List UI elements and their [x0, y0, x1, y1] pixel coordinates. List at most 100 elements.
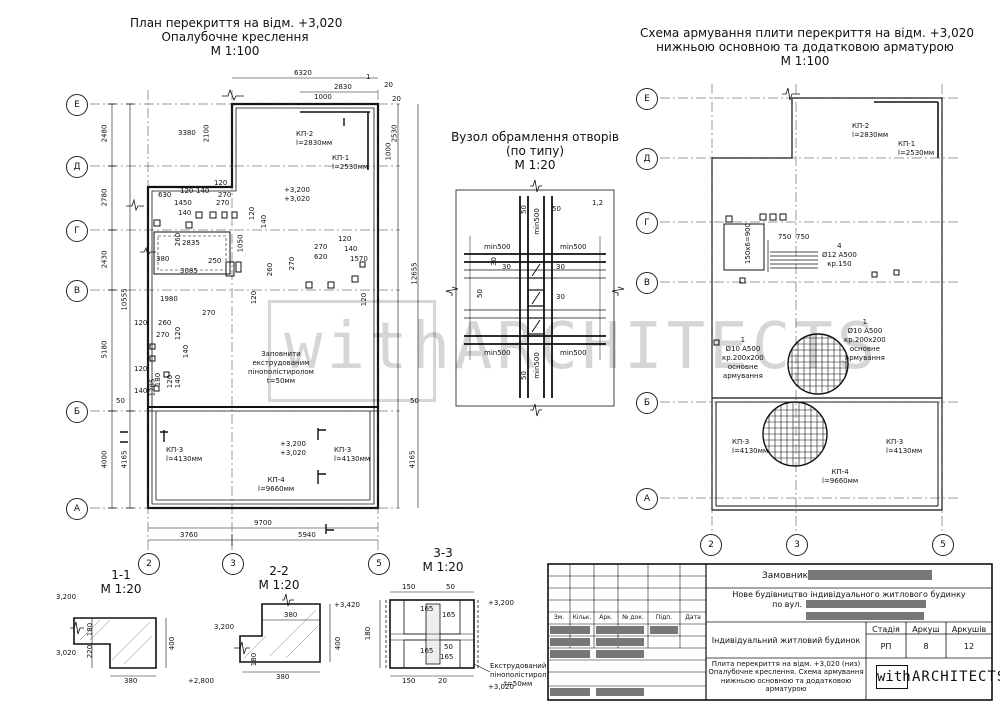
node-label: 50	[519, 371, 528, 380]
section-dim: +2,800	[188, 677, 214, 685]
section-dim: 150	[402, 583, 416, 591]
opening-dim: 120	[180, 187, 194, 195]
plan-dim-left: 4000	[100, 450, 109, 469]
section-dim: 3,200	[214, 623, 235, 631]
tb-col: № док.	[622, 614, 644, 621]
section-dim: 180	[250, 652, 259, 667]
node-label: 50	[475, 289, 484, 298]
scheme-axis-v: В	[636, 272, 658, 294]
tb-signature-redacted	[650, 626, 678, 634]
tb-signature-redacted	[596, 638, 644, 646]
opening-dim: 260	[266, 262, 275, 277]
plan-dim-bottom: 9700	[254, 519, 272, 527]
tb-stage: РП	[880, 642, 892, 651]
scheme-axis-a: А	[636, 488, 658, 510]
section-dim: 220	[86, 644, 95, 659]
opening-dim: 270	[216, 199, 230, 207]
node-label: min500	[532, 352, 541, 379]
tb-col: Зм.	[553, 614, 565, 621]
node-label: 30	[556, 263, 565, 271]
plan-dim-left: 4165	[120, 450, 129, 469]
plan-axis-b: Б	[66, 401, 88, 423]
node-label: 50	[552, 205, 561, 213]
opening-dim: 270	[156, 331, 170, 339]
plan-axis-d: Д	[66, 156, 88, 178]
tb-client-redacted	[808, 570, 932, 580]
node-label: min500	[484, 349, 511, 357]
scheme-axis-2: 2	[700, 534, 722, 556]
opening-dim: 380	[156, 255, 170, 263]
opening-dim: 630	[158, 191, 172, 199]
node-label: 30	[489, 257, 498, 266]
plan-dim-inner: 120	[134, 365, 148, 373]
section-dim: 165	[420, 605, 434, 613]
opening-dim: 620	[314, 253, 328, 261]
node-label: 50	[519, 205, 528, 214]
plan-dim-inner: 140	[134, 387, 148, 395]
scheme-dim: 750	[796, 233, 810, 241]
tb-client-label: Замовник:	[762, 571, 812, 581]
opening-dim: 1980	[160, 295, 178, 303]
plan-dim-bottom: 3760	[180, 531, 198, 539]
scheme-axis-g: Г	[636, 212, 658, 234]
plan-dim-top: 1	[366, 73, 371, 81]
tb-signature-redacted	[550, 626, 590, 634]
opening-dim: 270	[218, 191, 232, 199]
section-dim: 400	[168, 636, 177, 651]
tb-col: Арк.	[599, 614, 613, 621]
watermark-with: with	[284, 310, 455, 384]
opening-dim: 120	[214, 179, 228, 187]
opening-dim: 250	[208, 257, 222, 265]
opening-dim: 120	[338, 235, 352, 243]
section-dim: 180	[86, 622, 95, 637]
scheme-dim: 150х6=900	[744, 222, 753, 265]
opening-dim: 260	[158, 319, 172, 327]
tb-stage-header: Стадія	[872, 625, 900, 634]
scheme-axis-3: 3	[786, 534, 808, 556]
plan-dim-right: 50	[410, 397, 419, 405]
section-dim: 3,020	[56, 649, 77, 657]
plan-dim-top: 6320	[294, 69, 312, 77]
plan-dim-right: 4165	[408, 450, 417, 469]
opening-dim: 270	[202, 309, 216, 317]
section-dim: 50	[446, 583, 455, 591]
node-label: min500	[560, 243, 587, 251]
opening-dim: 140	[178, 209, 192, 217]
tb-signature-redacted	[596, 650, 644, 658]
plan-axis-e: Е	[66, 94, 88, 116]
section-dim: 400	[334, 636, 343, 651]
opening-dim: 270	[314, 243, 328, 251]
plan-dim-right: 2530	[390, 124, 399, 143]
tb-sheets-header: Аркушів	[951, 625, 987, 634]
tb-description: Плита перекриття на відм. +3,020 (низ)Оп…	[708, 660, 864, 694]
opening-dim: 180	[154, 372, 163, 387]
plan-dim-right: 1000	[384, 142, 393, 161]
node-label: min500	[484, 243, 511, 251]
opening-dim: 120	[360, 292, 369, 307]
plan-axis-g: Г	[66, 220, 88, 242]
tb-signature-redacted	[596, 688, 644, 696]
section-dim: 3,200	[56, 593, 77, 601]
plan-dim-inner: 3380	[178, 129, 196, 137]
plan-dim-left: 2780	[100, 188, 109, 207]
opening-dim: 3085	[180, 267, 198, 275]
plan-dim-top: 20	[384, 81, 393, 89]
scheme-axis-e: Е	[636, 88, 658, 110]
tb-signature-redacted	[550, 650, 590, 658]
architects-logo: with ARCHITECTS	[876, 665, 1000, 689]
node-label: 30	[556, 293, 565, 301]
watermark-box-left	[268, 300, 436, 402]
plan-dim-inner: 2100	[202, 124, 211, 143]
scheme-dim: 750	[778, 233, 792, 241]
